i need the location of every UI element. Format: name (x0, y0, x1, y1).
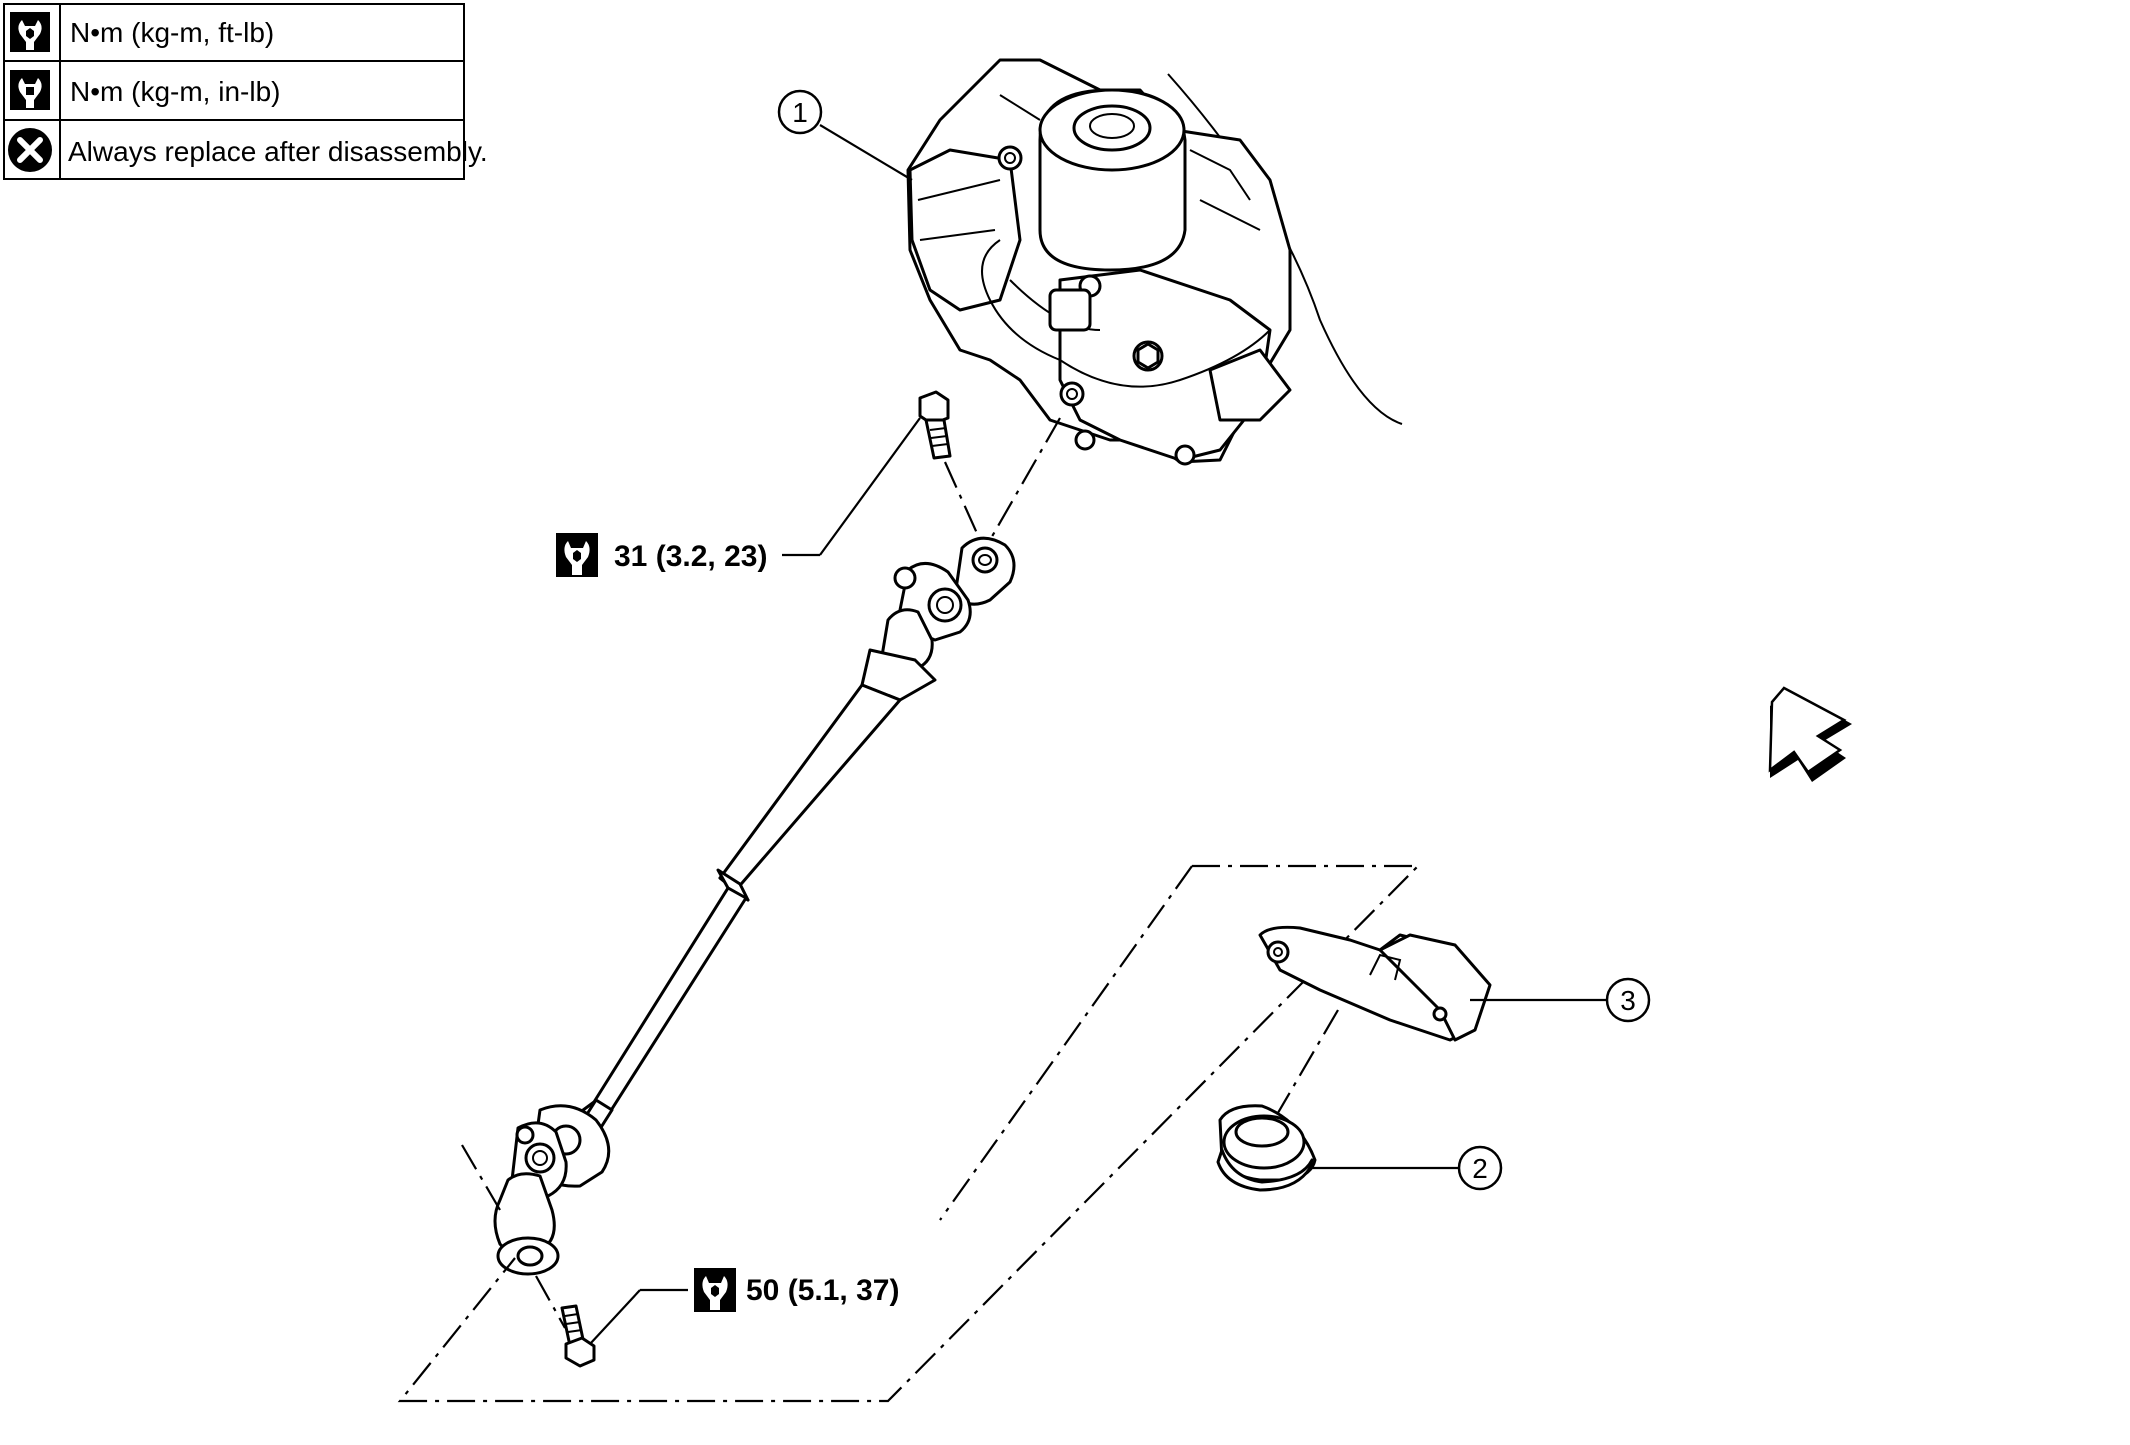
steering-motor-assembly (906, 58, 1403, 466)
upper-bolt (918, 390, 952, 460)
callout-2-number: 2 (1472, 1153, 1488, 1184)
torque-spec-lower-value: 50 (5.1, 37) (746, 1274, 899, 1307)
legend-row-3-text: Always replace after disassembly. (68, 136, 488, 167)
torque-wrench-icon (10, 12, 50, 52)
callout-2: 2 (1312, 1145, 1503, 1191)
grommet (1216, 1104, 1317, 1192)
callout-1-number: 1 (792, 97, 808, 128)
torque-wrench-icon (694, 1268, 736, 1312)
hole-cover-bracket (1258, 925, 1492, 1042)
legend-row-1-text: N•m (kg-m, ft-lb) (70, 17, 274, 48)
callout-3-number: 3 (1620, 985, 1636, 1016)
torque-spec-lower: 50 (5.1, 37) (589, 1268, 899, 1345)
intermediate-shaft (493, 536, 1016, 1276)
torque-spec-upper: 31 (3.2, 23) (556, 417, 921, 577)
lower-bolt (560, 1304, 596, 1368)
callout-1: 1 (777, 89, 913, 181)
torque-spec-upper-value: 31 (3.2, 23) (614, 540, 767, 573)
front-direction-arrow-icon (1768, 686, 1852, 782)
floor-boundary (397, 864, 1421, 1403)
legend: N•m (kg-m, ft-lb) N•m (kg-m, in-lb) Alwa… (3, 3, 488, 180)
torque-wrench-icon (556, 533, 598, 577)
replace-x-icon (8, 128, 52, 172)
torque-wrench-small-icon (10, 70, 50, 110)
callout-3: 3 (1470, 977, 1651, 1023)
legend-row-2-text: N•m (kg-m, in-lb) (70, 76, 280, 107)
